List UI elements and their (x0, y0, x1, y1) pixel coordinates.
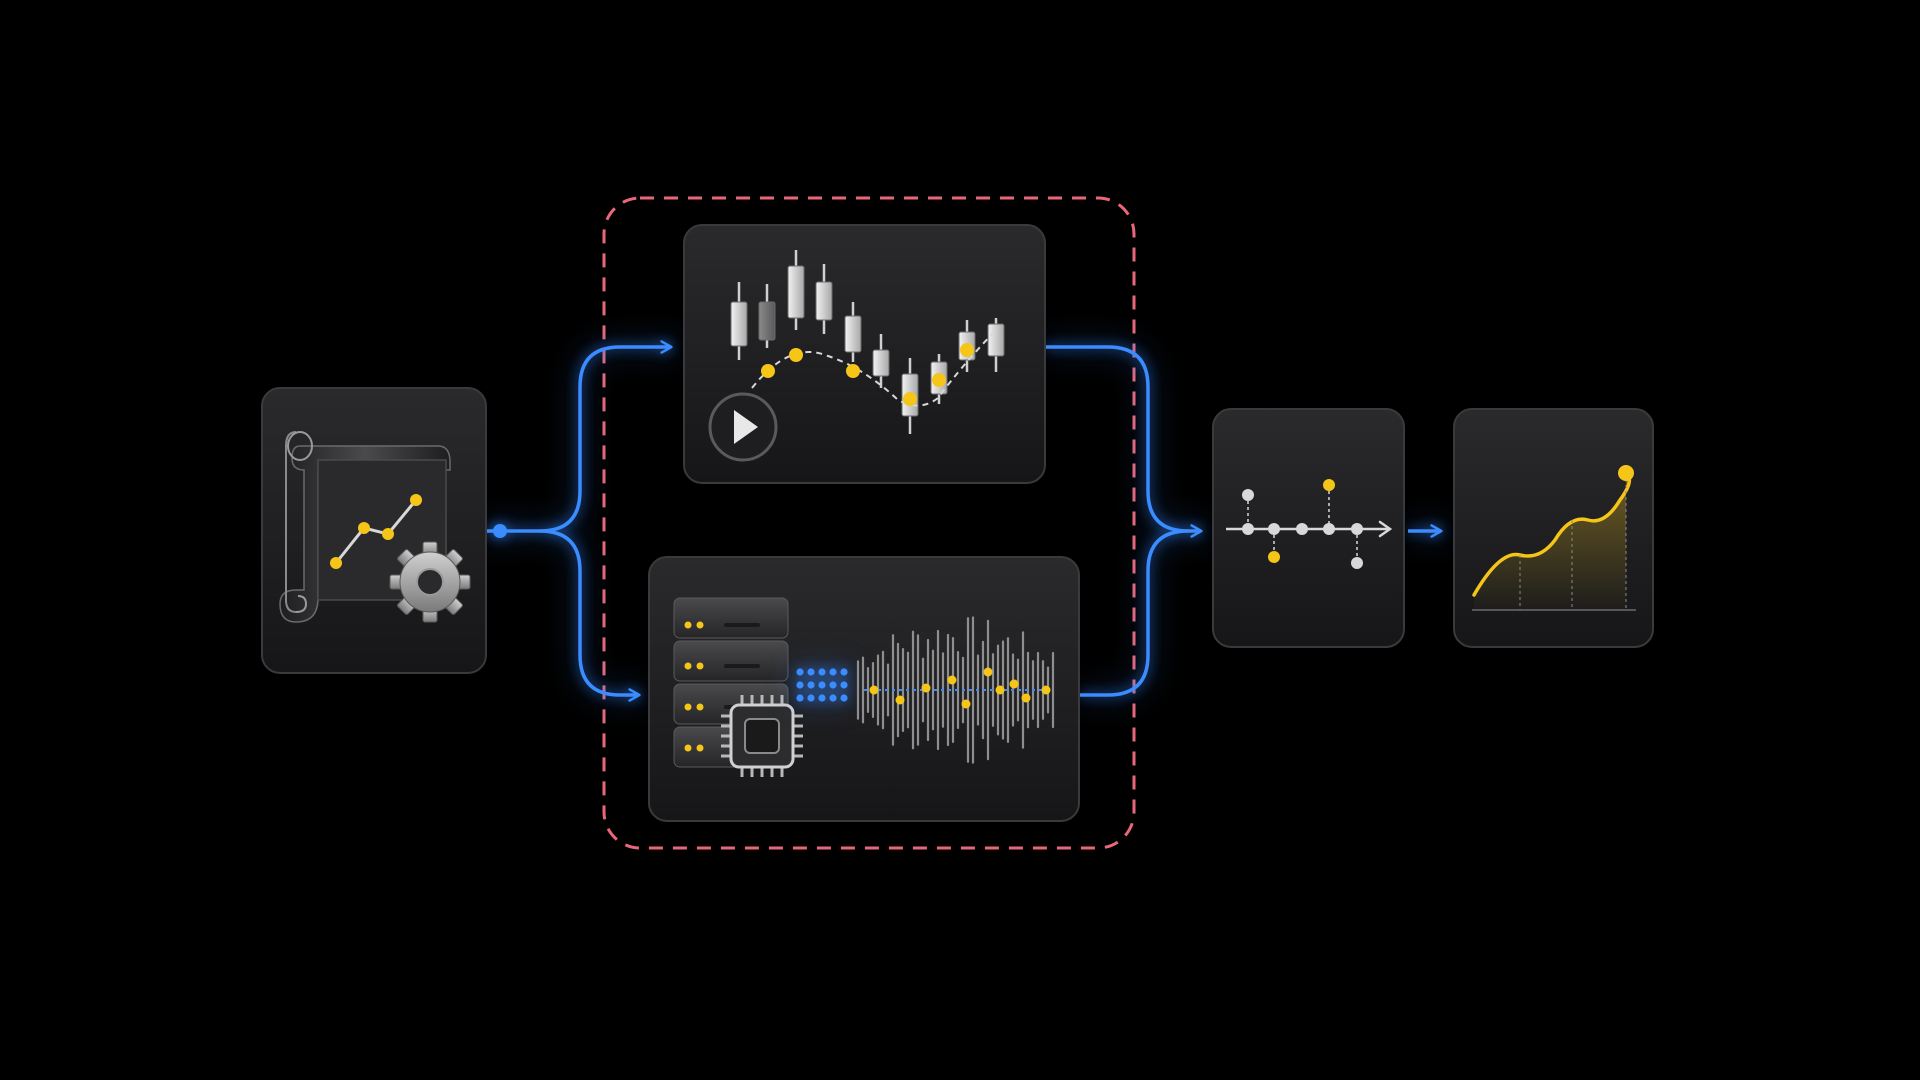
stream-dot (807, 681, 815, 689)
stream-dot (829, 681, 837, 689)
data-stream-dots (796, 668, 848, 702)
signal-point (1009, 679, 1019, 689)
stream-dot (840, 668, 848, 676)
rising-area-chart-icon (1472, 465, 1636, 611)
chip-icon (721, 695, 803, 777)
scroll-chart-gear-icon (279, 431, 471, 623)
signal-point (961, 699, 971, 709)
connector-script-to-replay (486, 340, 673, 533)
node-event-timeline (1212, 408, 1405, 648)
candle-body (730, 301, 748, 347)
stream-dot (796, 681, 804, 689)
signal-point (1041, 685, 1051, 695)
signal-point (1021, 693, 1031, 703)
stream-dot (829, 668, 837, 676)
stream-dot (818, 668, 826, 676)
signal-point (983, 667, 993, 677)
connector-hardware-to-timeline (1080, 529, 1189, 697)
signal-point (947, 675, 957, 685)
stream-dot (796, 694, 804, 702)
signal-point (921, 683, 931, 693)
signal-point (895, 695, 905, 705)
stream-dot (829, 694, 837, 702)
connectors (486, 340, 1443, 702)
signal-point (995, 685, 1005, 695)
candle-body (815, 281, 833, 321)
timeline-events-icon (1226, 479, 1393, 569)
play-button-icon (708, 392, 778, 462)
node-hardware-signal-processing (648, 556, 1080, 822)
node-performance-result (1453, 408, 1654, 648)
node-replay-market-data (683, 224, 1046, 484)
connector-replay-to-timeline (1045, 345, 1203, 538)
stream-dot (796, 668, 804, 676)
trend-points (761, 343, 974, 406)
stream-dot (807, 668, 815, 676)
stream-dot (840, 694, 848, 702)
parallel-processing-group-outline (602, 196, 1136, 850)
stream-dot (818, 694, 826, 702)
signal-point (869, 685, 879, 695)
waveform-icon (856, 616, 1055, 764)
candle-body (872, 349, 890, 377)
candle-body (758, 301, 776, 341)
stream-dot (840, 681, 848, 689)
candlestick-replay-icon (730, 250, 1005, 434)
candle-body (844, 315, 862, 353)
stream-dot (818, 681, 826, 689)
gear-icon (389, 541, 471, 623)
connector-script-to-hardware (539, 529, 641, 702)
candle-body (987, 323, 1005, 357)
candle-body (787, 265, 805, 319)
node-script-config (261, 387, 487, 674)
stream-dot (807, 694, 815, 702)
